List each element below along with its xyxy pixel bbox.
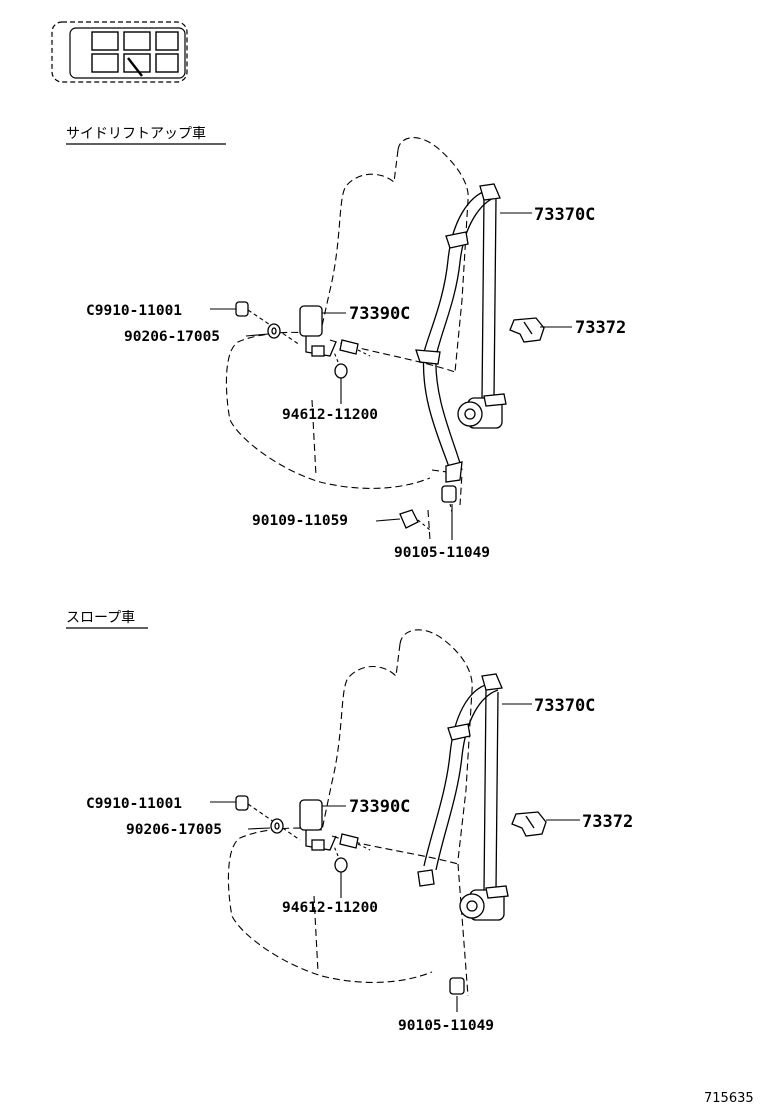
retractor-part	[459, 885, 509, 921]
bolt-90105-part	[441, 485, 457, 513]
cover-part	[509, 317, 545, 343]
cover-part	[511, 811, 547, 837]
label-90109-11059: 90109-11059	[252, 513, 348, 529]
nut-part	[333, 845, 348, 873]
buckle-part	[299, 305, 371, 357]
seat-belt-webbing	[415, 183, 501, 483]
label-90206-17005: 90206-17005	[124, 329, 220, 345]
label-94612-11200: 94612-11200	[282, 900, 378, 916]
label-73390c: 73390C	[349, 304, 410, 324]
washer-part	[267, 323, 281, 339]
bolt-90105-part	[449, 977, 465, 995]
label-c9910-11001: C9910-11001	[86, 303, 182, 319]
label-90105-11049: 90105-11049	[398, 1018, 494, 1034]
bolt-90109-part	[399, 509, 431, 531]
retractor-part	[457, 393, 507, 429]
section-side-lift-up: サイドリフトアップ車	[66, 125, 626, 561]
section-slope: スロープ車	[66, 609, 633, 1034]
label-c9910-11001: C9910-11001	[86, 796, 182, 812]
seat-outline	[225, 137, 469, 541]
label-73370c: 73370C	[534, 696, 595, 716]
label-90206-17005: 90206-17005	[126, 822, 222, 838]
bolt-c9910-part	[235, 795, 301, 841]
figure-number: 715635	[704, 1091, 754, 1106]
vehicle-icon	[51, 21, 188, 83]
label-73372: 73372	[575, 318, 626, 338]
seat-belt-webbing	[417, 673, 503, 893]
buckle-part	[299, 799, 371, 851]
label-73372: 73372	[582, 812, 633, 832]
bolt-c9910-part	[235, 301, 301, 346]
section-heading: スロープ車	[66, 609, 135, 626]
label-94612-11200: 94612-11200	[282, 407, 378, 423]
section-heading: サイドリフトアップ車	[66, 125, 206, 142]
label-73370c: 73370C	[534, 205, 595, 225]
label-90105-11049: 90105-11049	[394, 545, 490, 561]
washer-part	[270, 818, 284, 834]
nut-part	[333, 351, 348, 379]
label-73390c: 73390C	[349, 797, 410, 817]
